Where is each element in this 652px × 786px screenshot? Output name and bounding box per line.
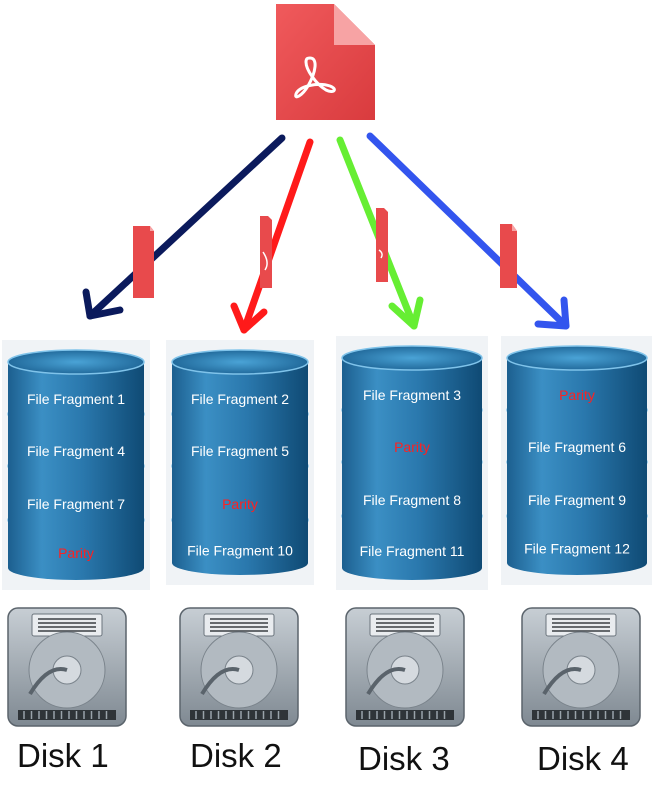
parity-label: Parity xyxy=(222,496,258,512)
storage-stack-1: Parity File Fragment 7 File Fragment 4 File… xyxy=(2,340,150,590)
fragment-segment: Parity xyxy=(506,345,648,426)
storage-stack-4: File Fragment 12 File Fragment 9 File Frag… xyxy=(501,336,652,585)
hard-drive-icon xyxy=(345,607,465,727)
storage-stack-2: File Fragment 10 Parity File Fragment 5 Fil… xyxy=(166,340,314,585)
parity-label: Parity xyxy=(58,545,94,561)
arrow-4 xyxy=(366,132,570,330)
pdf-file-icon xyxy=(276,4,375,120)
disk-label-2: Disk 2 xyxy=(190,737,282,774)
fragment-segment: File Fragment 1 xyxy=(7,349,145,430)
fragment-label: File Fragment 7 xyxy=(27,496,125,512)
fragment-segment: File Fragment 2 xyxy=(171,349,309,430)
fragment-label: File Fragment 8 xyxy=(363,492,461,508)
fragment-label: File Fragment 2 xyxy=(191,391,289,407)
fragment-piece-1 xyxy=(133,226,154,298)
disk-label-1: Disk 1 xyxy=(17,737,109,774)
fragment-label: File Fragment 3 xyxy=(363,387,461,403)
parity-label: Parity xyxy=(559,387,595,403)
fragment-label: File Fragment 9 xyxy=(528,492,626,508)
disk-label-3: Disk 3 xyxy=(358,740,450,777)
fragment-piece-4 xyxy=(500,224,517,288)
fragment-label: File Fragment 4 xyxy=(27,443,125,459)
arrow-2 xyxy=(230,138,314,334)
arrow-1 xyxy=(82,134,286,320)
hard-drive-icon xyxy=(521,607,641,727)
fragment-segment: File Fragment 3 xyxy=(341,345,483,426)
fragment-piece-2 xyxy=(260,216,272,288)
hard-drive-icon xyxy=(179,607,299,727)
fragment-label: File Fragment 6 xyxy=(528,439,626,455)
hard-drive-icon xyxy=(7,607,127,727)
disk-label-4: Disk 4 xyxy=(537,740,629,777)
fragment-piece-3 xyxy=(376,208,388,282)
fragment-label: File Fragment 5 xyxy=(191,443,289,459)
fragment-label: File Fragment 11 xyxy=(360,543,465,559)
storage-stack-3: File Fragment 11 File Fragment 8 Parity Fil… xyxy=(336,336,488,590)
fragment-label: File Fragment 12 xyxy=(524,541,630,557)
fragment-label: File Fragment 1 xyxy=(27,391,125,407)
fragment-label: File Fragment 10 xyxy=(187,543,293,559)
parity-label: Parity xyxy=(394,439,430,455)
